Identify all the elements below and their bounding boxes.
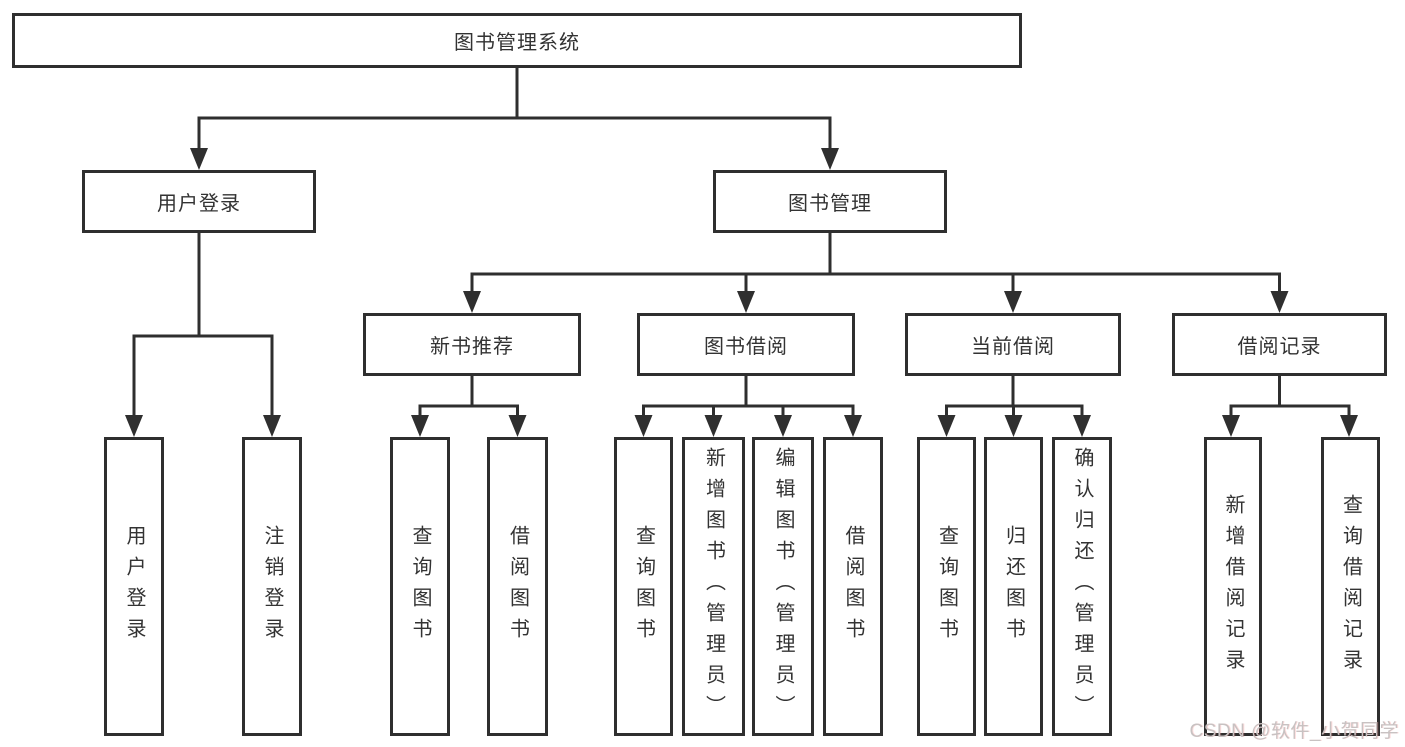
leaf-add-books-admin: 新增图书（管理员） — [682, 437, 745, 736]
node-label: 借阅图书 — [506, 524, 529, 649]
node-label: 用户登录 — [157, 193, 241, 215]
leaf-edit-books-admin: 编辑图书（管理员） — [752, 437, 814, 736]
leaf-query-borrow-record: 查询借阅记录 — [1321, 437, 1380, 736]
node-borrowing-records: 借阅记录 — [1172, 313, 1387, 376]
leaf-borrow-books: 借阅图书 — [823, 437, 883, 736]
node-label: 注销登录 — [261, 524, 283, 649]
leaf-return-books: 归还图书 — [984, 437, 1043, 736]
csdn-watermark: CSDN @软件_小贺同学 — [1189, 721, 1399, 742]
node-user-login: 用户登录 — [82, 170, 316, 233]
node-label: 新书推荐 — [430, 336, 514, 358]
node-label: 查询图书 — [935, 524, 958, 649]
leaf-user-login: 用户登录 — [104, 437, 164, 736]
leaf-query-books-recommend: 查询图书 — [390, 437, 450, 736]
node-label: 图书借阅 — [704, 336, 788, 358]
node-new-book-recommendation: 新书推荐 — [363, 313, 581, 376]
node-label: 查询图书 — [632, 524, 655, 649]
leaf-borrow-books-recommend: 借阅图书 — [487, 437, 548, 736]
node-label: 归还图书 — [1002, 524, 1025, 649]
leaf-logout: 注销登录 — [242, 437, 302, 736]
node-current-borrowing: 当前借阅 — [905, 313, 1121, 376]
node-book-management: 图书管理 — [713, 170, 947, 233]
node-label: 借阅图书 — [842, 524, 864, 649]
leaf-add-borrow-record: 新增借阅记录 — [1204, 437, 1262, 736]
node-label: 用户登录 — [123, 524, 145, 649]
node-label: 图书管理 — [788, 193, 872, 215]
node-label: 新增图书（管理员） — [702, 447, 725, 726]
leaf-confirm-return-admin: 确认归还（管理员） — [1052, 437, 1112, 736]
node-label: 编辑图书（管理员） — [772, 447, 794, 726]
node-label: 新增借阅记录 — [1222, 493, 1244, 680]
node-label: 当前借阅 — [971, 336, 1055, 358]
node-label: 确认归还（管理员） — [1071, 447, 1093, 726]
node-book-borrowing: 图书借阅 — [637, 313, 855, 376]
node-label: 查询图书 — [409, 524, 431, 649]
node-library-management-system: 图书管理系统 — [12, 13, 1022, 68]
node-label: 查询借阅记录 — [1339, 493, 1362, 680]
leaf-query-books-borrowing: 查询图书 — [614, 437, 673, 736]
node-label: 借阅记录 — [1237, 336, 1322, 358]
node-label: 图书管理系统 — [454, 32, 580, 54]
leaf-query-books-current: 查询图书 — [917, 437, 976, 736]
